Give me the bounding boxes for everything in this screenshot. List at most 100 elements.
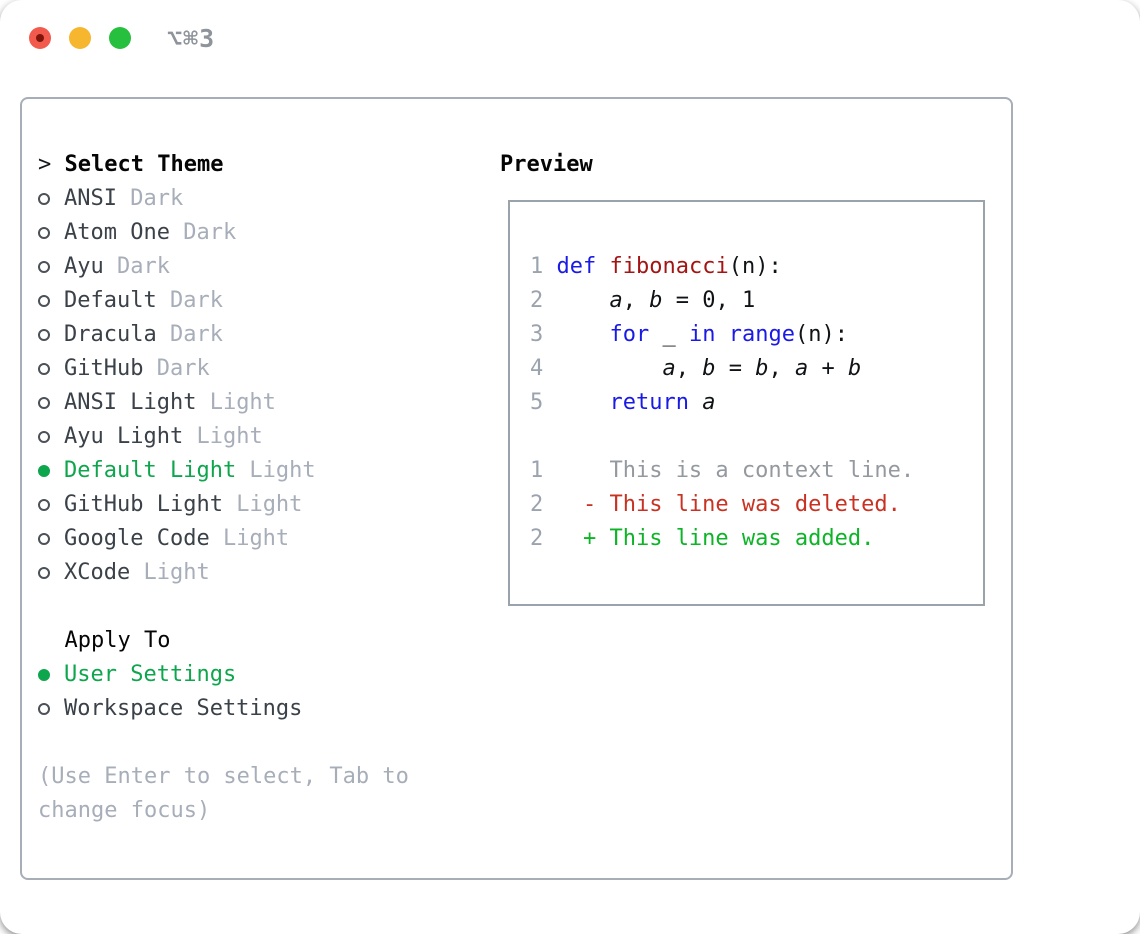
code-segment-ctx: This is a context line. (556, 458, 915, 483)
option-label: XCode (64, 560, 131, 585)
code-segment-kw: return (609, 390, 689, 415)
code-segment-kw: for (609, 322, 650, 347)
option-label: Default Light (64, 458, 237, 483)
theme-item-default[interactable]: Default Dark (38, 284, 488, 318)
line-number: 1 (530, 458, 544, 483)
code-segment-pl: (n): (728, 254, 782, 279)
theme-item-atom-one[interactable]: Atom One Dark (38, 216, 488, 250)
preview-code-line: 2 + This line was added. (530, 522, 983, 556)
titlebar: ⌥⌘3 (0, 0, 1140, 76)
option-variant-tag: Dark (169, 220, 237, 245)
line-number: 2 (530, 288, 544, 313)
radio-unselected-icon (38, 318, 64, 352)
line-number: 5 (530, 390, 544, 415)
code-segment-pl (596, 254, 609, 279)
radio-unselected-icon (38, 488, 64, 522)
zoom-button[interactable] (109, 27, 131, 49)
code-segment-pl (556, 356, 662, 381)
theme-item-google-code[interactable]: Google Code Light (38, 522, 488, 556)
radio-unselected-icon (38, 420, 64, 454)
option-label: User Settings (64, 662, 237, 687)
select-theme-header: > Select Theme (38, 148, 488, 182)
radio-unselected-icon (38, 284, 64, 318)
theme-item-default-light[interactable]: Default Light Light (38, 454, 488, 488)
radio-unselected-icon (38, 386, 64, 420)
code-segment-pl (556, 288, 609, 313)
theme-item-xcode[interactable]: XCode Light (38, 556, 488, 590)
theme-item-ansi[interactable]: ANSI Dark (38, 182, 488, 216)
minimize-button[interactable] (69, 27, 91, 49)
theme-item-dracula[interactable]: Dracula Dark (38, 318, 488, 352)
option-variant-tag: Light (222, 492, 303, 517)
code-segment-add: + This line was added. (556, 526, 875, 551)
option-label: ANSI (64, 186, 117, 211)
radio-selected-icon (38, 658, 64, 692)
code-segment-pl: , (675, 356, 703, 381)
theme-item-github[interactable]: GitHub Dark (38, 352, 488, 386)
code-segment-va: a (662, 356, 676, 381)
code-segment-pl: _ (649, 322, 689, 347)
radio-selected-icon (38, 454, 64, 488)
code-segment-pl: , (622, 288, 650, 313)
radio-unselected-icon (38, 250, 64, 284)
theme-item-ansi-light[interactable]: ANSI Light Light (38, 386, 488, 420)
option-label: Workspace Settings (64, 696, 303, 721)
option-label: GitHub (64, 356, 144, 381)
option-label: ANSI Light (64, 390, 197, 415)
code-segment-del: - This line was deleted. (556, 492, 901, 517)
theme-item-github-light[interactable]: GitHub Light Light (38, 488, 488, 522)
line-number: 2 (530, 492, 544, 517)
option-label: Dracula (64, 322, 157, 347)
apply-option-user-settings[interactable]: User Settings (38, 658, 488, 692)
option-variant-tag: Light (183, 424, 263, 449)
preview-title: Preview (500, 152, 593, 177)
option-variant-tag: Dark (143, 356, 210, 381)
preview-code-line: 3 for _ in range(n): (530, 318, 983, 352)
window-title: ⌥⌘3 (167, 24, 216, 53)
option-label: Ayu Light (64, 424, 184, 449)
option-variant-tag: Light (236, 458, 316, 483)
code-segment-pl (556, 390, 609, 415)
option-variant-tag: Dark (156, 322, 223, 347)
code-segment-va: a (702, 390, 716, 415)
code-segment-va: a (794, 356, 809, 381)
select-theme-title: Select Theme (64, 152, 224, 177)
prompt-caret: > (38, 152, 52, 177)
radio-unselected-icon (38, 216, 64, 250)
preview-code-line: 2 a, b = 0, 1 (530, 284, 983, 318)
option-label: Default (64, 288, 157, 313)
close-button[interactable] (29, 27, 51, 49)
apply-to-header: Apply To (64, 628, 171, 653)
line-number: 2 (530, 526, 544, 551)
keyboard-hint: (Use Enter to select, Tab to change focu… (38, 764, 409, 823)
code-segment-va: b (847, 356, 862, 381)
code-segment-fn: fibonacci (609, 254, 729, 279)
code-segment-pl (556, 322, 609, 347)
radio-unselected-icon (38, 522, 64, 556)
option-label: Google Code (64, 526, 210, 551)
code-segment-va: b (755, 356, 769, 381)
radio-unselected-icon (38, 352, 64, 386)
preview-code-line (530, 420, 983, 454)
apply-option-workspace-settings[interactable]: Workspace Settings (38, 692, 488, 726)
code-segment-pl: (n): (794, 322, 848, 347)
option-label: Ayu (64, 254, 104, 279)
option-label: Atom One (64, 220, 170, 245)
option-variant-tag: Dark (116, 186, 184, 211)
radio-unselected-icon (38, 182, 64, 216)
code-segment-kw: in (688, 322, 716, 347)
preview-code-line: 2 - This line was deleted. (530, 488, 983, 522)
theme-item-ayu-light[interactable]: Ayu Light Light (38, 420, 488, 454)
theme-item-ayu[interactable]: Ayu Dark (38, 250, 488, 284)
code-segment-va: b (702, 356, 716, 381)
radio-unselected-icon (38, 692, 64, 726)
